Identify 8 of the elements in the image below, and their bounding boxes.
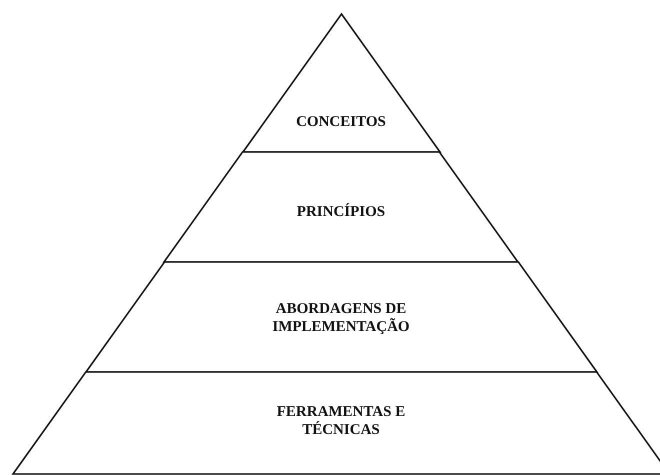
level-label: FERRAMENTAS E TÉCNICAS (276, 403, 406, 439)
level-label: PRINCÍPIOS (296, 203, 386, 221)
level-label: CONCEITOS (295, 113, 387, 131)
pyramid-level (164, 152, 518, 262)
level-label: ABORDAGENS DE IMPLEMENTAÇÃO (271, 300, 411, 336)
pyramid-level (12, 372, 660, 474)
pyramid-level (86, 262, 596, 372)
pyramid-level (242, 14, 440, 152)
